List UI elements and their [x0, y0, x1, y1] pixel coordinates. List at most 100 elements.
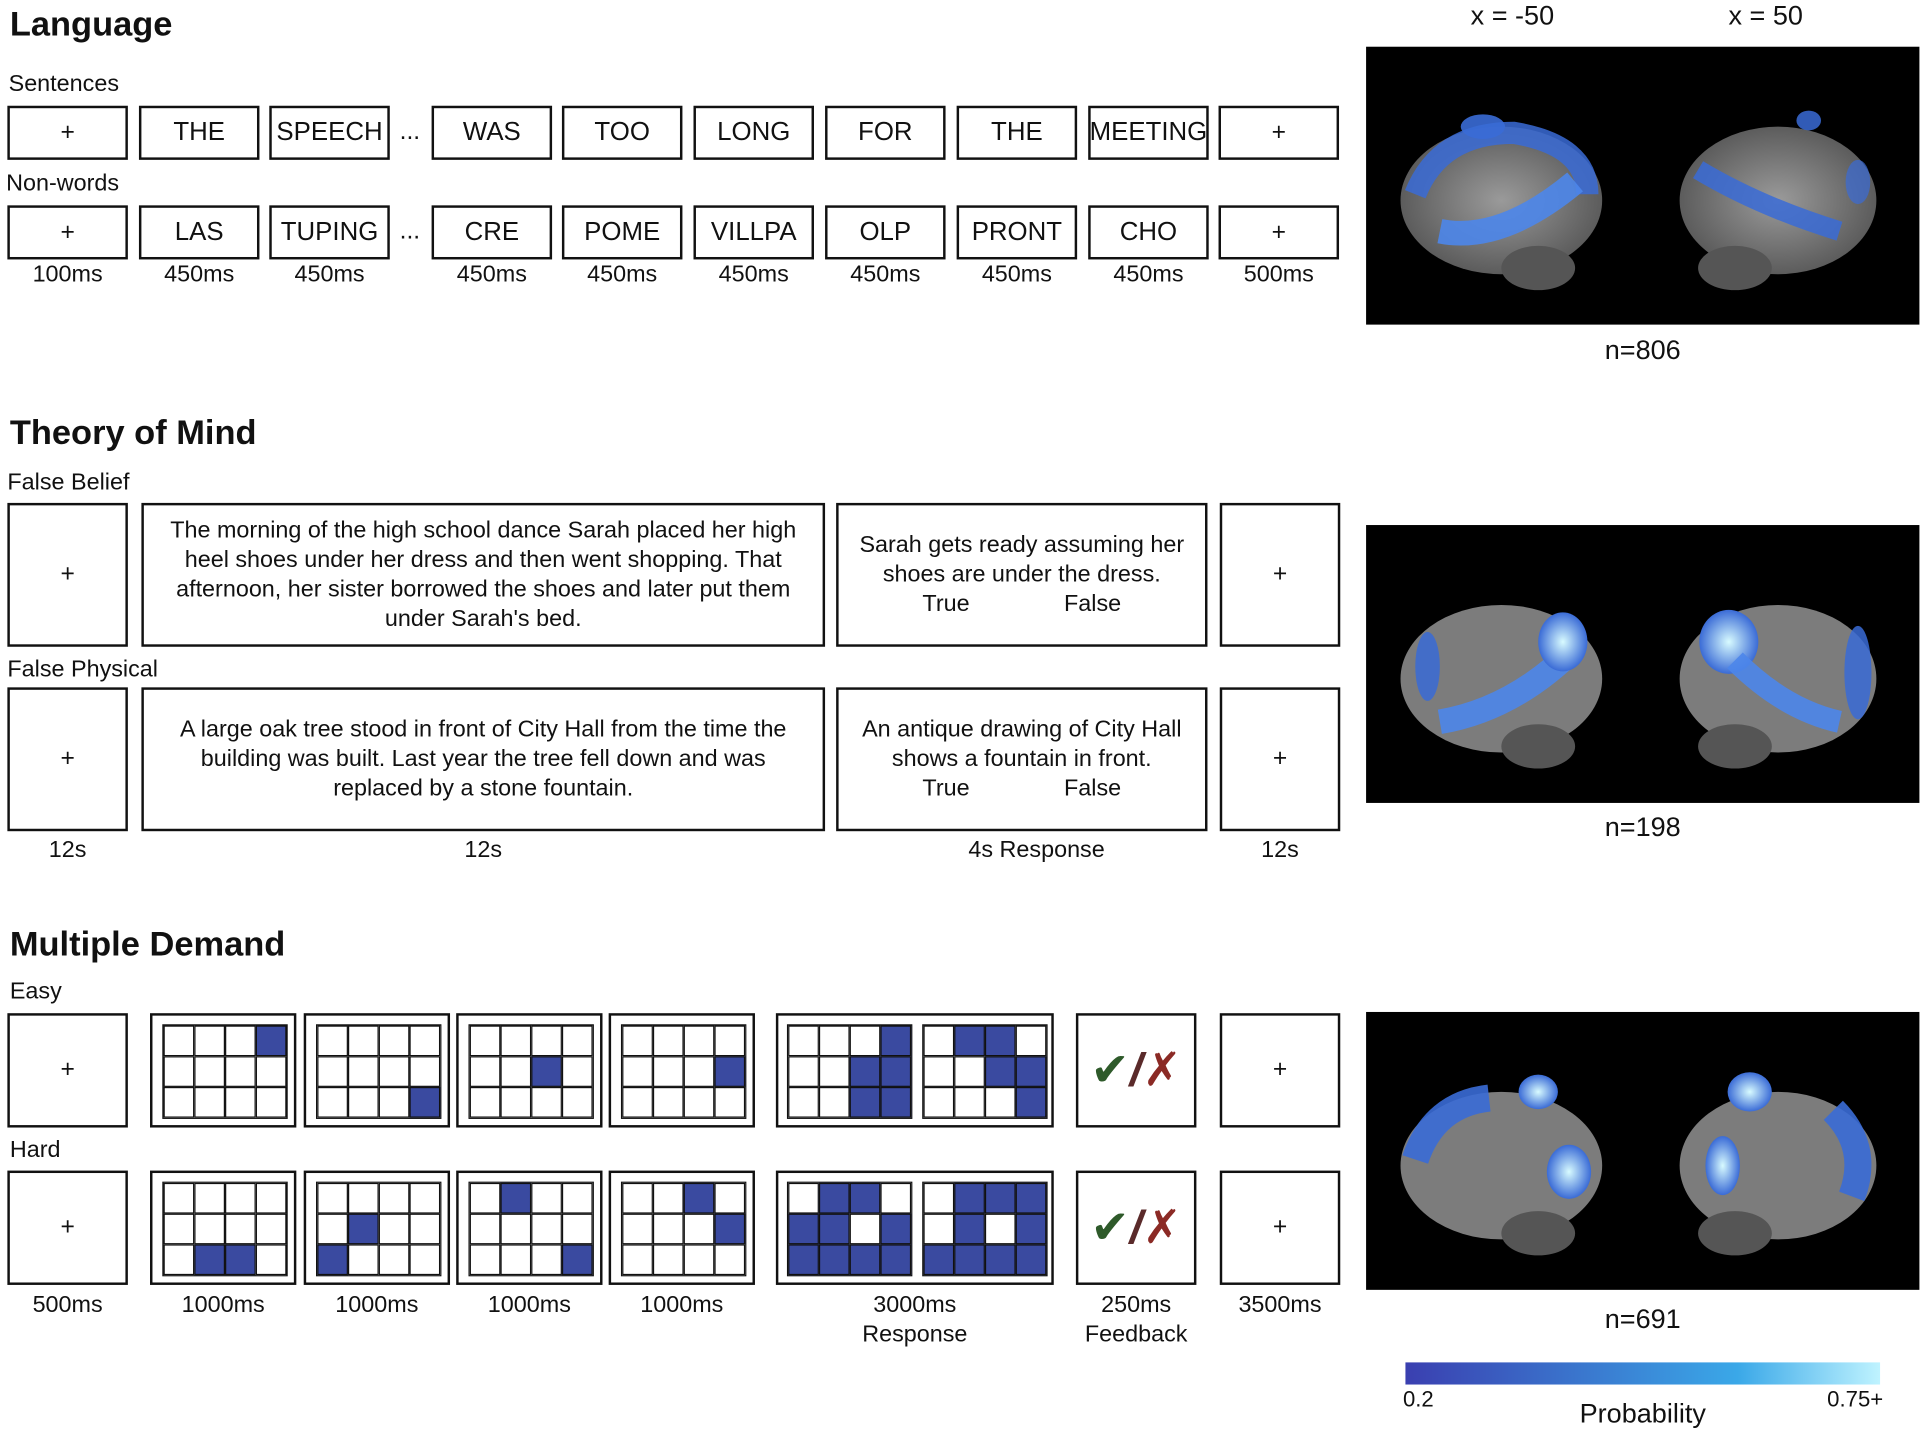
hard-label: Hard — [9, 1137, 61, 1164]
grid-cell-filled — [880, 1213, 912, 1245]
grid-cell-filled — [954, 1244, 985, 1276]
grid-cell — [163, 1182, 195, 1214]
grid-cell-filled — [849, 1182, 881, 1214]
grid-cell-filled — [923, 1244, 955, 1276]
sentence-word: SPEECH — [269, 105, 390, 160]
grid-cell — [683, 1213, 715, 1245]
grid-cell — [714, 1182, 746, 1214]
grid-cell — [317, 1213, 348, 1245]
grid-cell — [378, 1025, 410, 1057]
grid-cell — [469, 1213, 501, 1245]
grid-cell — [255, 1056, 287, 1087]
grid-cell — [652, 1056, 684, 1087]
nonword: CHO — [1088, 205, 1209, 260]
sentence-word: LONG — [693, 105, 814, 160]
timing-label: 450ms — [164, 261, 235, 288]
grid-cell — [652, 1182, 684, 1214]
grid-cell-filled — [849, 1086, 881, 1118]
timing-label: 100ms — [32, 261, 103, 288]
grid-cell — [652, 1213, 684, 1245]
grid-cell — [652, 1086, 684, 1118]
grid-cell-filled — [255, 1025, 287, 1057]
grid-cell — [347, 1056, 379, 1087]
grid-cell — [531, 1086, 562, 1118]
grid-cell — [531, 1244, 562, 1276]
timing-label: 450ms — [718, 261, 789, 288]
choice-grid — [922, 1181, 1048, 1277]
nonword: TUPING — [269, 205, 390, 260]
timing-label: 450ms — [456, 261, 527, 288]
grid-cell — [469, 1056, 501, 1087]
grid-cell-filled — [225, 1244, 256, 1276]
grid-cell-filled — [714, 1213, 746, 1245]
grid-cell — [984, 1086, 1016, 1118]
grid-cell-filled — [984, 1025, 1016, 1057]
grid-cell-filled — [954, 1182, 985, 1214]
grid-cell — [409, 1244, 441, 1276]
coord-right-label: x = 50 — [1728, 0, 1803, 31]
grid-cell-filled — [194, 1244, 226, 1276]
grid-cell — [469, 1244, 501, 1276]
timing-label: 450ms — [587, 261, 658, 288]
grid-cell — [561, 1213, 593, 1245]
grid-cell — [500, 1086, 532, 1118]
grid-cell — [849, 1213, 881, 1245]
grid-cell — [225, 1025, 256, 1057]
grid-cell — [788, 1056, 819, 1087]
grid-cell — [469, 1086, 501, 1118]
grid-cell-filled — [880, 1025, 912, 1057]
choice-grid — [786, 1181, 913, 1277]
false-physical-label: False Physical — [7, 656, 159, 683]
sentence-word: TOO — [561, 105, 683, 160]
colorbar-gradient — [1405, 1362, 1881, 1385]
grid-cell — [500, 1213, 532, 1245]
easy-grid-frame — [150, 1013, 297, 1128]
easy-fixation-end: + — [1219, 1013, 1341, 1128]
grid-cell — [163, 1025, 195, 1057]
grid-cell — [317, 1182, 348, 1214]
sentence-word: THE — [956, 105, 1078, 160]
colorbar-min: 0.2 — [1402, 1386, 1434, 1412]
grid-cell — [469, 1025, 501, 1057]
grid-cell-filled — [880, 1056, 912, 1087]
grid-cell — [409, 1025, 441, 1057]
grid-cell-filled — [984, 1182, 1016, 1214]
nonword: LAS — [138, 205, 260, 260]
colorbar-title: Probability — [1579, 1398, 1706, 1429]
grid-cell-filled — [954, 1025, 985, 1057]
cross-icon: ✗ — [1142, 1045, 1182, 1097]
sentence-word: MEETING — [1088, 105, 1209, 160]
sentence-word: WAS — [431, 105, 553, 160]
timing-label: 12s — [1261, 837, 1299, 864]
grid-cell — [923, 1182, 955, 1214]
grid-cell — [378, 1244, 410, 1276]
timing-label: 12s — [48, 837, 87, 864]
grid-cell — [378, 1213, 410, 1245]
timing-label: 1000ms — [640, 1292, 724, 1319]
grid-cell — [818, 1086, 850, 1118]
grid-cell — [194, 1056, 226, 1087]
grid-cell — [683, 1244, 715, 1276]
grid-cell-filled — [984, 1244, 1016, 1276]
brain-right-hemisphere — [1679, 604, 1877, 769]
physical-fixation-end: + — [1219, 687, 1341, 832]
grid-cell — [954, 1086, 985, 1118]
timing-label: 12s — [464, 837, 503, 864]
grid-cell-filled — [880, 1244, 912, 1276]
grid-cell — [714, 1086, 746, 1118]
grid-cell — [818, 1056, 850, 1087]
grid-cell — [622, 1244, 653, 1276]
brain-left-hemisphere — [1400, 1074, 1603, 1256]
grid-cell — [469, 1182, 501, 1214]
easy-feedback: ✔/✗ — [1075, 1013, 1197, 1128]
choice-grid — [786, 1024, 913, 1119]
brain-right-hemisphere — [1679, 110, 1877, 291]
grid-cell — [788, 1086, 819, 1118]
belief-question: Sarah gets ready assuming her shoes are … — [836, 502, 1208, 647]
sentence-ellipsis: ... — [399, 118, 421, 146]
grid-cell — [347, 1086, 379, 1118]
grid-cell-filled — [1015, 1086, 1047, 1118]
nonword-fixation-end: + — [1218, 205, 1340, 260]
belief-fixation-start: + — [7, 502, 128, 647]
